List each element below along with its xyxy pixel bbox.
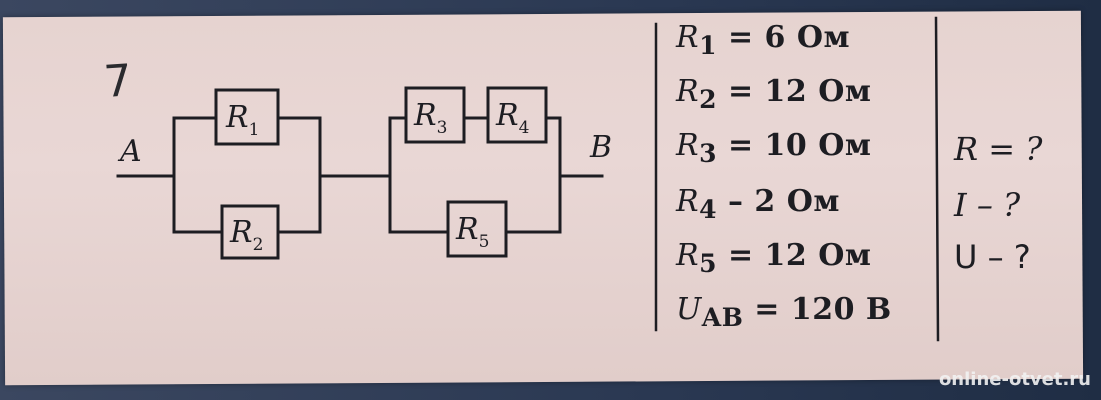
separator-right [934, 16, 940, 342]
given-r2: R2 = 12 Ом [676, 74, 872, 114]
find-current: I – ? [954, 186, 1021, 224]
label-r4: R4 [495, 98, 529, 138]
node-a-label: A [120, 134, 142, 169]
label-r2: R2 [229, 215, 263, 255]
find-voltage: U – ? [954, 238, 1031, 276]
given-r4: R4 – 2 Ом [676, 184, 840, 224]
given-r5: R5 = 12 Ом [676, 238, 872, 278]
given-uab: UAB = 120 В [676, 292, 892, 332]
resistor-r3-box [404, 86, 466, 144]
label-r5: R5 [455, 212, 489, 252]
node-b-label: B [590, 130, 613, 165]
resistor-r2-box [220, 204, 280, 260]
resistor-r5-box [446, 200, 508, 258]
label-r1: R1 [225, 100, 259, 140]
label-r3: R3 [413, 98, 447, 138]
given-r3: R3 = 10 Ом [676, 128, 872, 168]
given-r1: R1 = 6 Ом [676, 20, 851, 60]
watermark: online-otvet.ru [938, 369, 1091, 390]
resistor-r4-box [486, 86, 548, 144]
find-resistance: R = ? [954, 130, 1043, 168]
resistor-r1-box [214, 88, 280, 146]
